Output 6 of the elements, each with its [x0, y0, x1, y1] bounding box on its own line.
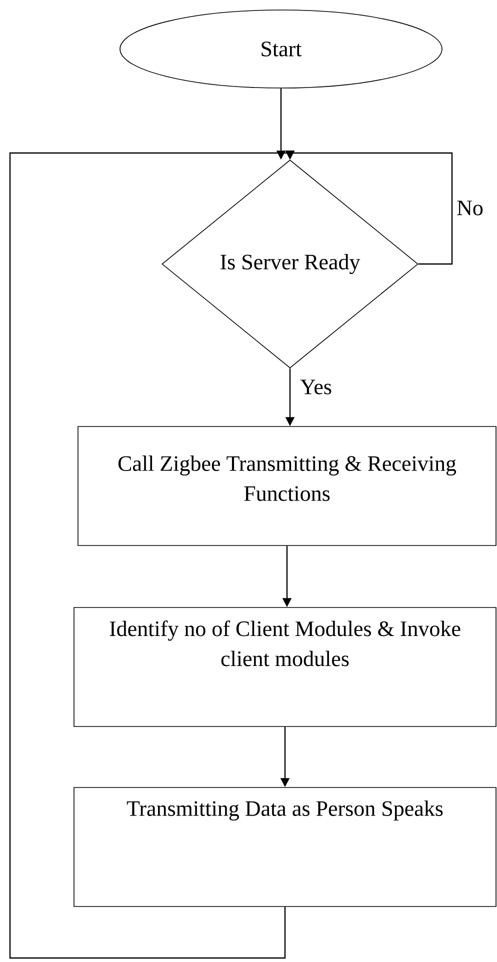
edge-label: Yes: [299, 378, 333, 396]
process-box: Transmitting Data as Person Speaks: [74, 787, 496, 907]
edge-label: No: [456, 200, 484, 216]
process-box: Identify no of Client Modules & Invoke client modules: [74, 607, 496, 727]
process-box: Call Zigbee Transmitting & Receiving Functions: [78, 426, 496, 546]
arrow: [9, 150, 295, 959]
